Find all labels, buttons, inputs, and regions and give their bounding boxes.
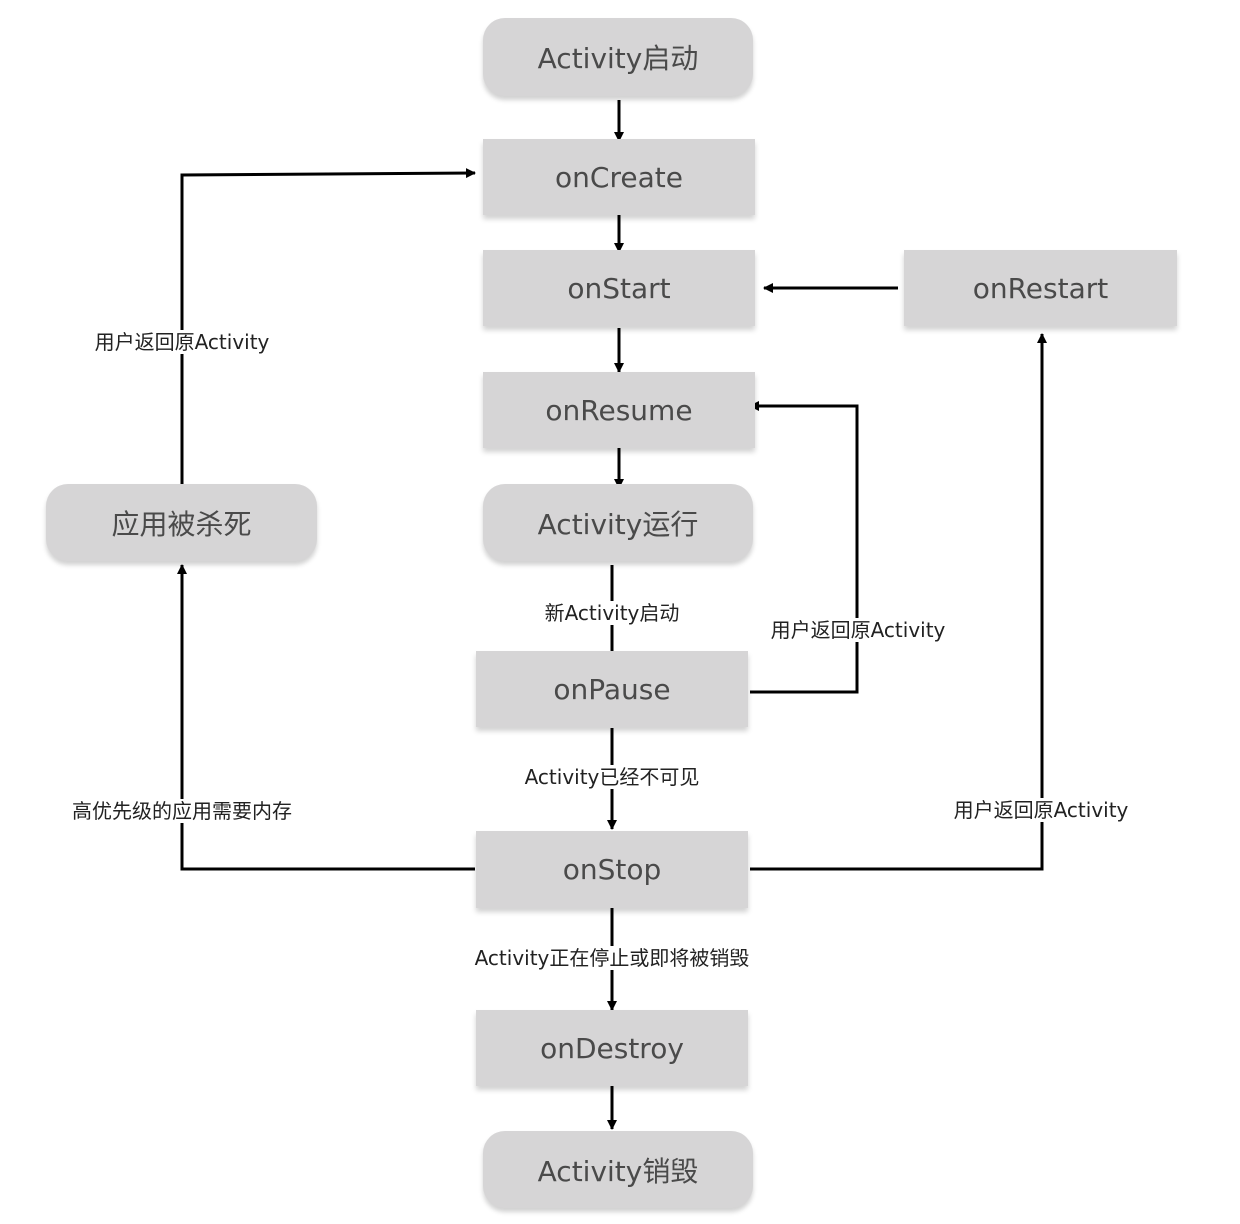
node-onresume: onResume <box>483 372 755 448</box>
node-activity-running: Activity运行 <box>483 484 753 561</box>
node-onstop: onStop <box>476 831 748 908</box>
node-app-killed: 应用被杀死 <box>46 484 317 561</box>
node-onpause: onPause <box>476 651 748 727</box>
label-new-activity-launch: 新Activity启动 <box>542 601 682 625</box>
node-ondestroy: onDestroy <box>476 1010 748 1086</box>
label-user-return-to-create: 用户返回原Activity <box>92 330 272 354</box>
node-activity-destroyed: Activity销毁 <box>483 1131 753 1208</box>
label-activity-invisible: Activity已经不可见 <box>522 765 702 789</box>
label-high-priority-needs-memory: 高优先级的应用需要内存 <box>70 799 294 823</box>
node-onstart: onStart <box>483 250 755 326</box>
edge-onstop-to-killed <box>177 564 475 871</box>
node-activity-launch: Activity启动 <box>483 18 753 96</box>
edge-killed-to-oncreate <box>180 168 476 484</box>
edge-onpause-to-onresume <box>749 401 859 694</box>
node-onrestart: onRestart <box>904 250 1177 326</box>
label-user-return-to-restart: 用户返回原Activity <box>951 798 1131 822</box>
label-activity-stopping: Activity正在停止或即将被销毁 <box>472 946 752 970</box>
label-user-return-to-resume: 用户返回原Activity <box>768 618 948 642</box>
edge-onstop-to-onrestart <box>750 333 1047 871</box>
node-oncreate: onCreate <box>483 139 755 215</box>
